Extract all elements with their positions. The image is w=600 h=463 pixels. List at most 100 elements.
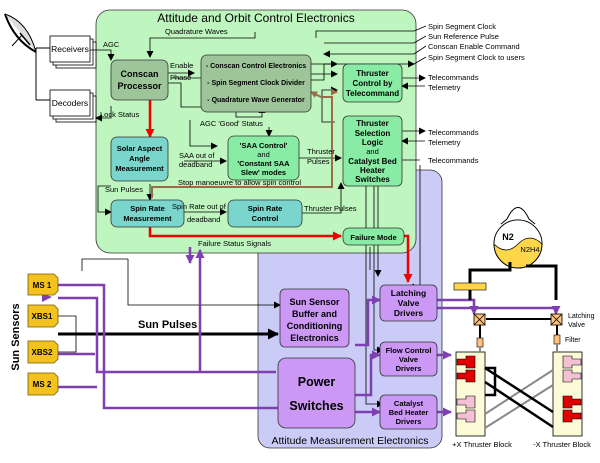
sun-pulses-big-label: Sun Pulses <box>138 319 197 331</box>
sun-reference-pulse-label: Sun Reference Pulse <box>428 32 499 41</box>
svg-text:'Constant SAA: 'Constant SAA <box>237 159 290 168</box>
svg-text:'SAA Control': 'SAA Control' <box>240 141 288 150</box>
svg-text:Failure Mode: Failure Mode <box>350 233 396 242</box>
svg-text:Conditioning: Conditioning <box>287 321 342 331</box>
svg-text:Sun Sensor: Sun Sensor <box>289 297 340 307</box>
spin-rate-control-box: Spin Rate Control <box>227 199 303 228</box>
filter-icon <box>476 334 561 348</box>
svg-text:XBS2: XBS2 <box>32 348 53 357</box>
svg-text:Catalyst: Catalyst <box>394 399 424 408</box>
svg-text:Latching: Latching <box>391 288 426 298</box>
latching-valve-drivers-box: Latching Valve Drivers <box>379 284 438 322</box>
spin-out-label-0: Spin Rate out of <box>172 202 227 211</box>
telecommands-label-2: Telecommands <box>428 128 479 137</box>
svg-text:and: and <box>257 150 270 159</box>
sun-sensor-xbs2: XBS2 <box>27 340 59 364</box>
svg-text:Valve: Valve <box>398 298 420 308</box>
enable-label: Enable <box>170 61 193 70</box>
latching-valve-label-1: Valve <box>568 322 585 329</box>
telemetry-label-2: Telemetry <box>428 138 461 147</box>
thruster-pulses-2-label: Thruster Pulses <box>304 204 357 213</box>
svg-text:MS 1: MS 1 <box>33 281 52 290</box>
svg-text:- Spin Segment Clock Divider: - Spin Segment Clock Divider <box>207 80 305 87</box>
minus-x-block-label: -X Thruster Block <box>533 440 591 449</box>
svg-text:- Quadrature Wave Generator: - Quadrature Wave Generator <box>207 97 305 104</box>
agc-label: AGC <box>103 40 120 49</box>
svg-text:Catalyst Bed: Catalyst Bed <box>348 157 397 166</box>
sun-sensor-buffer-box: Sun Sensor Buffer and Conditioning Elect… <box>279 288 350 348</box>
aoce-title: Attitude and Orbit Control Electronics <box>157 11 354 25</box>
sun-sensors-title: Sun Sensors <box>10 303 22 370</box>
telemetry-label-1: Telemetry <box>428 83 461 92</box>
thruster-icon <box>456 355 582 423</box>
catalyst-bed-heater-drivers-box: Catalyst Bed Heater Drivers <box>379 394 438 430</box>
thruster-pulses-label-1: Pulses <box>307 157 330 166</box>
thruster-control-telecommand-box: Thruster Control by Telecommand <box>342 63 403 103</box>
svg-text:Decoders: Decoders <box>52 98 88 108</box>
svg-text:Drivers: Drivers <box>396 364 422 373</box>
svg-text:Power: Power <box>298 375 336 389</box>
solar-aspect-angle-box: Solar Aspect Angle Measurement <box>110 136 169 182</box>
propellant-line-segment <box>453 282 487 291</box>
failure-status-label: Failure Status Signals <box>198 239 271 248</box>
svg-text:Measurement: Measurement <box>123 214 172 223</box>
thruster-selection-logic-box: Thruster Selection Logic and Catalyst Be… <box>342 115 403 187</box>
svg-text:Drivers: Drivers <box>396 417 422 426</box>
saa-out-label-1: deadband <box>179 160 212 169</box>
agc-good-label: AGC 'Good' Status <box>200 119 263 128</box>
ame-title: Attitude Measurement Electronics <box>272 435 429 447</box>
svg-text:Buffer and: Buffer and <box>292 309 337 319</box>
decoders-box: Decoders <box>49 89 97 123</box>
n2h4-label: N2H4 <box>520 245 539 254</box>
svg-text:XBS1: XBS1 <box>32 312 53 321</box>
sun-sensor-ms1: MS 1 <box>27 273 59 296</box>
plus-x-block-label: +X Thruster Block <box>452 440 512 449</box>
spin-segment-clock-label: Spin Segment Clock <box>428 22 496 31</box>
svg-text:Heater: Heater <box>360 166 385 175</box>
svg-text:MS 2: MS 2 <box>33 380 52 389</box>
conscan-control-box: - Conscan Control Electronics - Spin Seg… <box>200 54 312 113</box>
svg-text:- Conscan Control Electronics: - Conscan Control Electronics <box>206 63 306 70</box>
svg-text:Logic: Logic <box>362 138 384 147</box>
svg-text:Valve: Valve <box>399 355 418 364</box>
svg-text:Drivers: Drivers <box>394 308 424 318</box>
stop-manoeuvre-label: Stop manoeuvre to allow spin control <box>178 178 301 187</box>
power-switches-box: Power Switches <box>277 357 356 429</box>
saa-control-box: 'SAA Control' and 'Constant SAA Slew' mo… <box>227 135 300 181</box>
svg-text:and: and <box>366 147 379 156</box>
receivers-box: Receivers <box>49 35 97 69</box>
svg-text:Spin Rate: Spin Rate <box>130 204 165 213</box>
svg-text:Processor: Processor <box>117 81 162 91</box>
spin-out-label-1: deadband <box>187 215 220 224</box>
svg-text:Switches: Switches <box>289 399 343 413</box>
propellant-tank-icon <box>468 207 558 300</box>
lock-status-label: Lock Status <box>100 110 139 119</box>
svg-text:Electronics: Electronics <box>290 333 339 343</box>
n2-label: N2 <box>502 232 514 242</box>
sun-pulses-small-label: Sun Pulses <box>105 185 143 194</box>
telecommands-label-3: Telecommands <box>428 156 479 165</box>
svg-text:Switches: Switches <box>355 175 390 184</box>
svg-text:Control: Control <box>252 214 279 223</box>
svg-text:Telecommand: Telecommand <box>346 89 399 98</box>
conscan-enable-command-label: Conscan Enable Command <box>428 42 520 51</box>
quadrature-waves-label: Quadrature Waves <box>165 27 228 36</box>
svg-text:Selection: Selection <box>355 129 391 138</box>
telecommands-label-1: Telecommands <box>428 73 479 82</box>
svg-text:Bed Heater: Bed Heater <box>389 408 429 417</box>
svg-text:Spin Rate: Spin Rate <box>248 204 283 213</box>
svg-text:Receivers: Receivers <box>51 44 89 54</box>
latching-valve-label-0: Latching <box>568 313 595 320</box>
sun-sensor-xbs1: XBS1 <box>27 304 59 328</box>
spin-rate-measurement-box: Spin Rate Measurement <box>110 199 185 228</box>
sun-sensor-ms2: MS 2 <box>27 372 59 396</box>
svg-text:Thruster: Thruster <box>356 119 388 128</box>
svg-text:Measurement: Measurement <box>115 164 164 173</box>
svg-text:Slew' modes: Slew' modes <box>241 168 286 177</box>
filter-label: Filter <box>565 337 581 344</box>
svg-text:Conscan: Conscan <box>120 69 158 79</box>
phase-label: Phase <box>170 73 191 82</box>
conscan-processor-box: Conscan Processor <box>110 59 169 101</box>
